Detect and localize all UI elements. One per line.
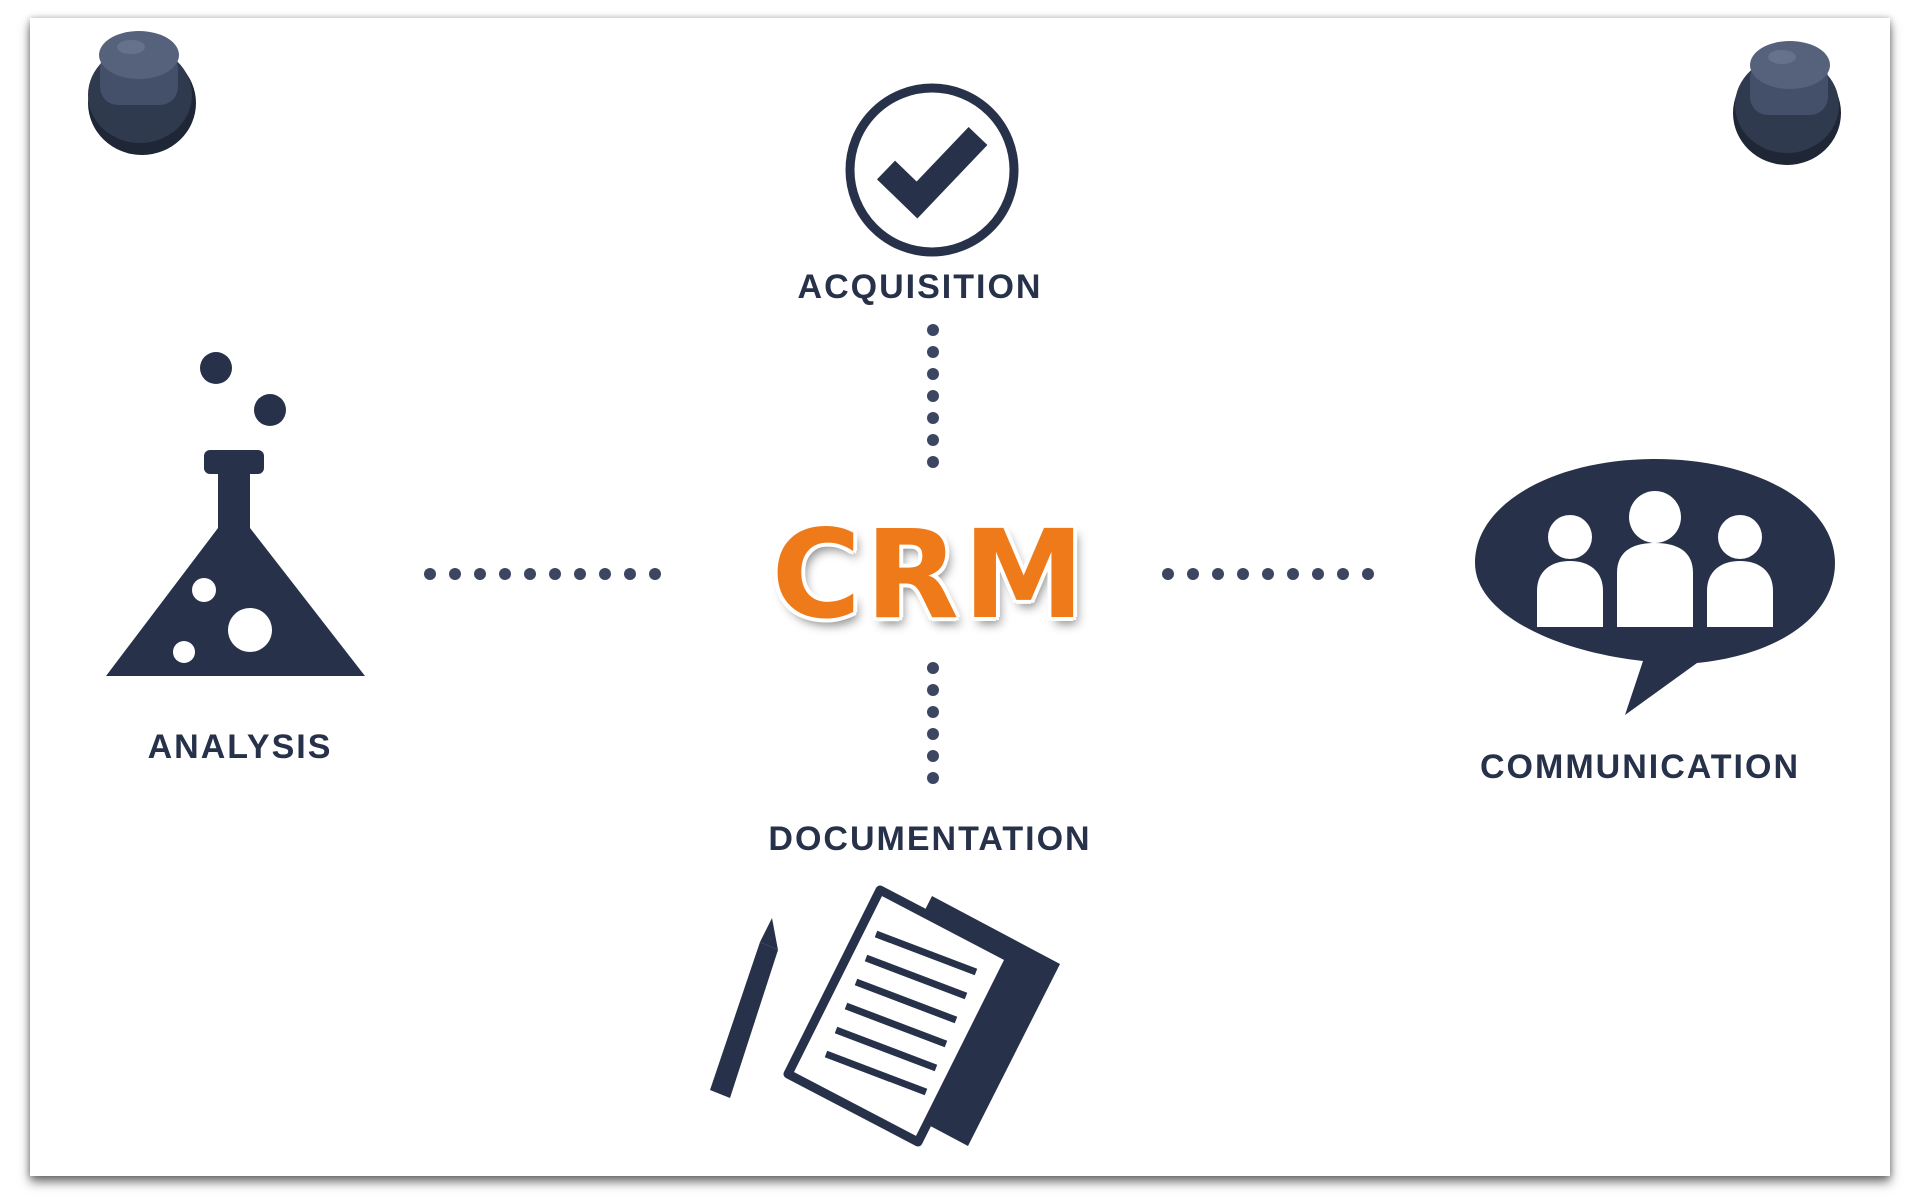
flask-icon (106, 352, 365, 676)
analysis-label: ANALYSIS (147, 728, 333, 766)
checkmark-circle-icon (845, 83, 1019, 257)
pushpin-left-icon (88, 31, 196, 155)
communication-label: COMMUNICATION (1480, 748, 1800, 786)
documents-pencil-icon (710, 885, 1060, 1147)
documentation-label: DOCUMENTATION (768, 820, 1092, 858)
connector-top (927, 324, 939, 468)
people-speech-bubble-icon (1475, 459, 1835, 715)
acquisition-label: ACQUISITION (797, 268, 1043, 306)
crm-title: CRM (771, 504, 1089, 646)
connector-right (1162, 568, 1374, 580)
connector-left (424, 568, 661, 580)
pushpin-right-icon (1733, 41, 1841, 165)
connector-bottom (927, 662, 939, 784)
